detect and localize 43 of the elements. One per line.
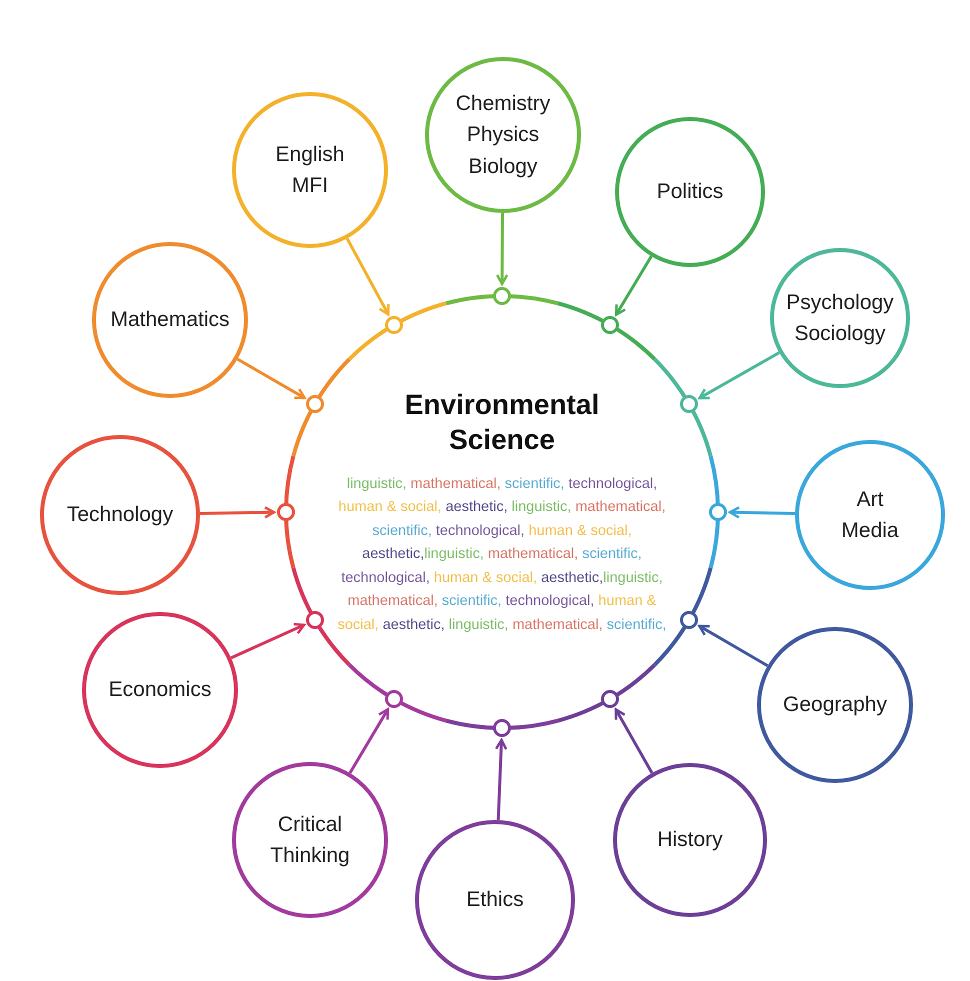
subject-label: Psychology	[786, 290, 894, 316]
connector-dot	[385, 316, 403, 334]
connector-dot	[709, 503, 727, 521]
subject-label: Media	[841, 518, 899, 544]
arrow	[698, 624, 768, 668]
connector-dot	[306, 611, 324, 629]
center-description: linguistic, mathematical, scientific, technological, human & social, aesthetic, linguistic, mathematical, scientific, technological, human & social, aesthetic,linguistic, mathematical, scientific, technological, human & social, aesthetic,linguistic, mathematical, scientific, technological, human & social, aesthetic, linguistic, mathematical, scientific,	[337, 474, 667, 635]
arrow	[728, 506, 796, 519]
subject-label: English	[276, 142, 344, 168]
connector-dot	[601, 316, 619, 334]
connector-dot	[601, 690, 619, 708]
connector-dot	[493, 719, 511, 737]
subject-label: Physics	[466, 122, 540, 148]
connector-dot	[680, 395, 698, 413]
arrow	[230, 622, 306, 660]
connector-dot	[277, 503, 295, 521]
arrow	[496, 212, 508, 286]
arrow	[236, 358, 306, 400]
subject-label: Mathematics	[110, 307, 230, 334]
subject-label: Biology	[468, 154, 538, 180]
connector-dot	[493, 287, 511, 305]
arrow	[494, 738, 508, 820]
subject-label: Politics	[656, 179, 724, 206]
subject-label: Economics	[108, 677, 212, 704]
connector-dot	[680, 611, 698, 629]
subject-label: History	[657, 827, 723, 854]
subject-label: Art	[856, 486, 884, 512]
arrow	[614, 708, 654, 774]
subject-label: Geography	[783, 692, 887, 718]
subject-label: Chemistry	[456, 90, 550, 117]
subject-label: Sociology	[794, 321, 886, 347]
arrow	[200, 506, 276, 519]
connector-dot	[385, 690, 403, 708]
arrow	[346, 238, 390, 316]
connector-dot	[306, 395, 324, 413]
subject-label: Technology	[66, 502, 174, 528]
subject-label: Ethics	[466, 887, 524, 914]
subject-label: Critical Thinking	[269, 812, 351, 869]
arrow	[348, 708, 390, 774]
arrow	[698, 351, 780, 400]
subject-label: MFI	[292, 173, 328, 199]
arrow	[614, 255, 653, 316]
center-title: Environmental Science	[404, 388, 600, 457]
